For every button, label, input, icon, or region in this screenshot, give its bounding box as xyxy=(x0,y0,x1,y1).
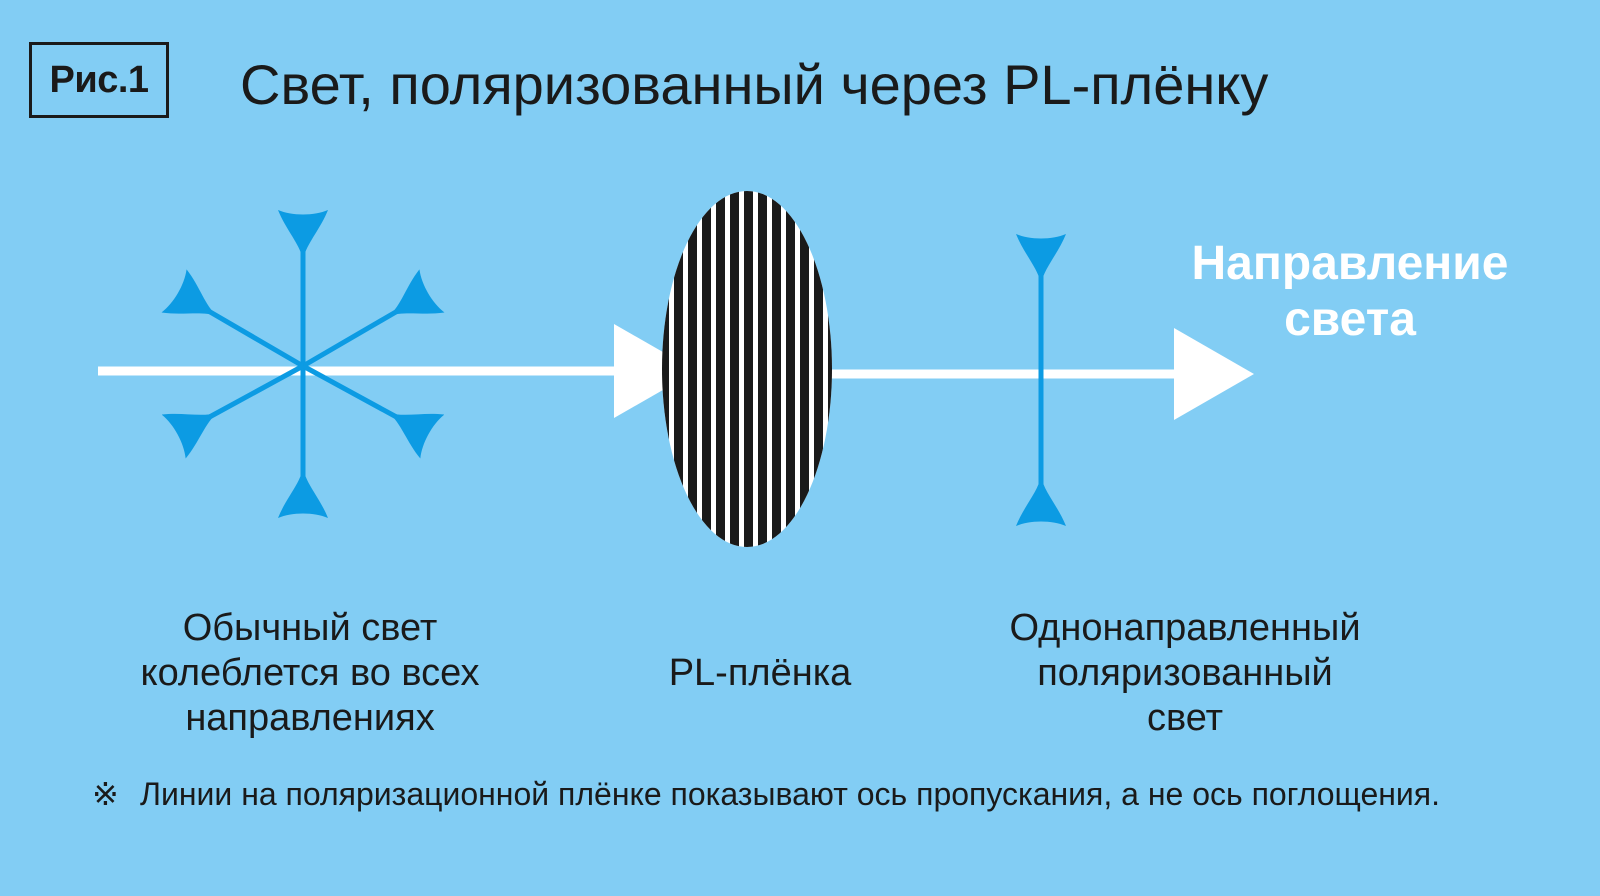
pl-film-caption: PL-плёнка xyxy=(668,652,852,694)
vibration-arrow-diagonal xyxy=(161,363,305,459)
pl-film-icon xyxy=(662,191,832,547)
incoming-light-ray xyxy=(98,324,696,418)
footnote: ※ Линии на поляризационной плёнке показы… xyxy=(92,772,1532,816)
vibration-arrow-diagonal xyxy=(301,269,445,369)
vibration-arrow-diagonal xyxy=(161,269,305,369)
ordinary-light-icon xyxy=(161,210,445,518)
footnote-text: Линии на поляризационной плёнке показыва… xyxy=(140,776,1441,812)
light-direction-label: Направление света xyxy=(1191,237,1509,346)
vibration-arrow-diagonal xyxy=(301,363,445,459)
polarized-light-caption: Однонаправленный поляризованный свет xyxy=(1009,607,1361,739)
outgoing-light-ray xyxy=(830,328,1254,420)
reference-mark-icon: ※ xyxy=(92,776,119,812)
figure-label: Рис.1 xyxy=(29,42,169,118)
ordinary-light-caption: Обычный свет колеблется во всех направле… xyxy=(140,607,480,739)
page-title: Свет, поляризованный через PL-плёнку xyxy=(240,53,1269,116)
